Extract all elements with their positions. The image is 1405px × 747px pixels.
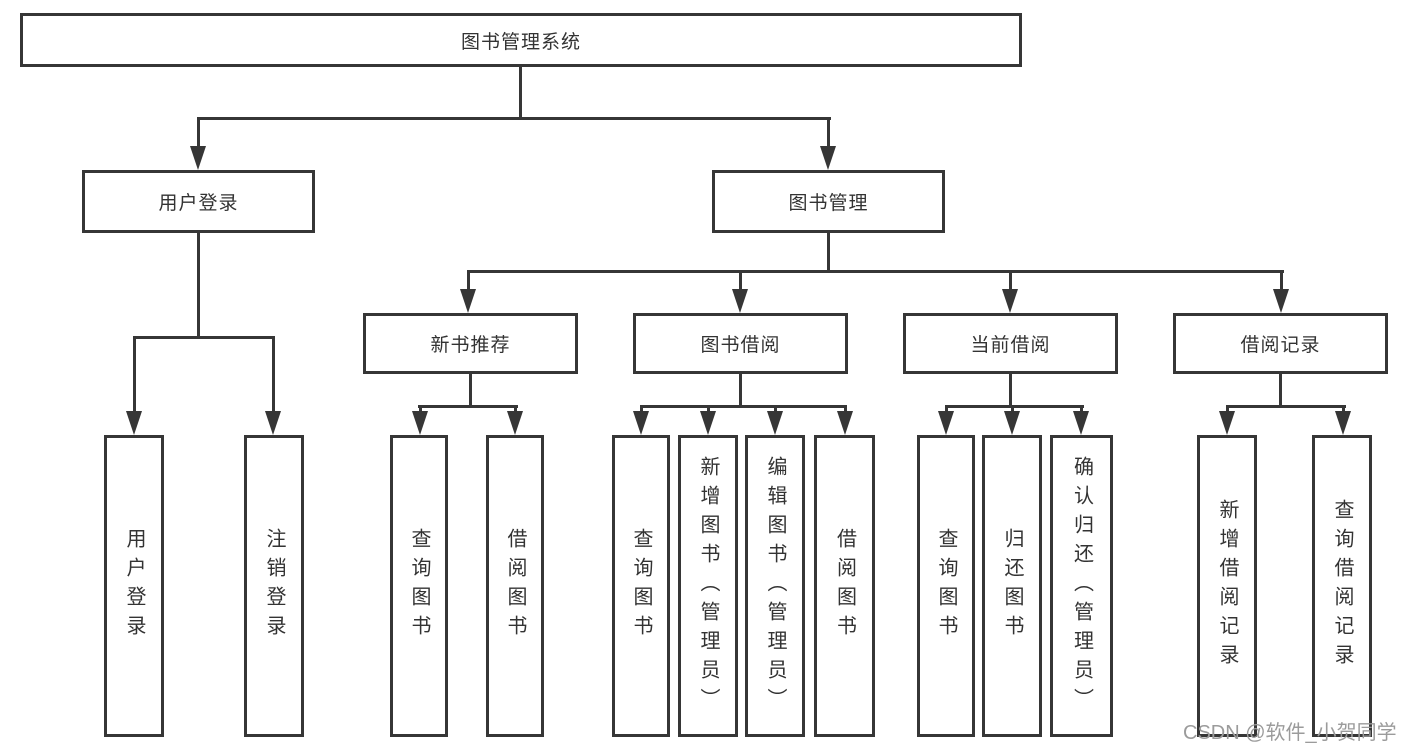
connector-book-management-rail: [467, 270, 1284, 273]
connector-drop-leaf-user-login: [133, 339, 136, 413]
node-new-book-recommend-label: 新书推荐: [430, 335, 511, 356]
node-leaf-cb-confirm: 确认归还（管理员）: [1050, 435, 1113, 737]
node-leaf-nb-borrow-label: 借阅图书: [504, 528, 526, 644]
connector-current-borrow-rail: [945, 405, 1084, 408]
node-leaf-bb-query: 查询图书: [612, 435, 670, 737]
node-user-login: 用户登录: [82, 170, 315, 233]
arrow-down-icon: [820, 146, 836, 170]
node-new-book-recommend: 新书推荐: [363, 313, 578, 374]
node-borrow-records: 借阅记录: [1173, 313, 1388, 374]
node-book-management: 图书管理: [712, 170, 945, 233]
connector-drop-new-book: [467, 273, 470, 291]
watermark-text: CSDN @软件_小贺同学: [1183, 722, 1397, 744]
connector-drop-current-borrow: [1009, 273, 1012, 291]
connector-user-login-rail: [133, 336, 275, 339]
connector-drop-leaf-logout: [272, 339, 275, 413]
arrow-down-icon: [732, 289, 748, 313]
node-leaf-cb-query-label: 查询图书: [935, 528, 957, 644]
arrow-down-icon: [1273, 289, 1289, 313]
arrow-down-icon: [938, 411, 954, 435]
node-leaf-cb-confirm-label: 确认归还（管理员）: [1070, 455, 1093, 717]
connector-book-management-stem: [827, 233, 830, 272]
connector-drop-user-login: [197, 120, 200, 148]
connector-book-borrow-stem: [739, 374, 742, 407]
connector-root-rail: [197, 117, 831, 120]
connector-drop-book-borrow: [739, 273, 742, 291]
connector-user-login-stem: [197, 233, 200, 336]
connector-drop-borrow-records: [1280, 273, 1283, 291]
arrow-down-icon: [460, 289, 476, 313]
node-leaf-bb-query-label: 查询图书: [630, 528, 652, 644]
node-book-management-label: 图书管理: [788, 193, 869, 214]
node-leaf-bb-edit: 编辑图书（管理员）: [745, 435, 805, 737]
node-leaf-logout: 注销登录: [244, 435, 304, 737]
arrow-down-icon: [1004, 411, 1020, 435]
arrow-down-icon: [1073, 411, 1089, 435]
node-leaf-nb-query: 查询图书: [390, 435, 448, 737]
arrow-down-icon: [190, 146, 206, 170]
connector-borrow-records-stem: [1279, 374, 1282, 407]
node-leaf-bb-add-label: 新增图书（管理员）: [697, 455, 719, 717]
node-leaf-cb-return-label: 归还图书: [1001, 528, 1023, 644]
connector-current-borrow-stem: [1009, 374, 1012, 407]
connector-new-book-rail: [418, 405, 518, 408]
node-leaf-user-login: 用户登录: [104, 435, 164, 737]
arrow-down-icon: [1219, 411, 1235, 435]
node-leaf-br-add-label: 新增借阅记录: [1216, 499, 1238, 673]
node-leaf-bb-borrow: 借阅图书: [814, 435, 875, 737]
connector-new-book-stem: [469, 374, 472, 407]
connector-drop-book-management: [827, 120, 830, 148]
node-root-label: 图书管理系统: [460, 31, 581, 53]
node-leaf-nb-borrow: 借阅图书: [486, 435, 544, 737]
arrow-down-icon: [700, 411, 716, 435]
arrow-down-icon: [633, 411, 649, 435]
node-leaf-cb-return: 归还图书: [982, 435, 1042, 737]
node-leaf-br-query-label: 查询借阅记录: [1331, 499, 1353, 673]
arrow-down-icon: [1335, 411, 1351, 435]
node-leaf-br-query: 查询借阅记录: [1312, 435, 1372, 737]
node-book-borrow-label: 图书借阅: [700, 335, 781, 356]
arrow-down-icon: [265, 411, 281, 435]
node-leaf-user-login-label: 用户登录: [123, 528, 145, 644]
node-leaf-bb-borrow-label: 借阅图书: [833, 528, 856, 644]
connector-root-stem: [519, 67, 522, 119]
node-leaf-cb-query: 查询图书: [917, 435, 975, 737]
node-borrow-records-label: 借阅记录: [1240, 335, 1321, 356]
node-leaf-br-add: 新增借阅记录: [1197, 435, 1257, 737]
connector-book-borrow-rail: [640, 405, 847, 408]
arrow-down-icon: [1002, 289, 1018, 313]
arrow-down-icon: [837, 411, 853, 435]
node-leaf-nb-query-label: 查询图书: [408, 528, 430, 644]
arrow-down-icon: [126, 411, 142, 435]
node-leaf-bb-add: 新增图书（管理员）: [678, 435, 738, 737]
node-current-borrow-label: 当前借阅: [970, 335, 1051, 356]
node-leaf-bb-edit-label: 编辑图书（管理员）: [764, 455, 786, 717]
arrow-down-icon: [767, 411, 783, 435]
connector-borrow-records-rail: [1226, 405, 1346, 408]
node-leaf-logout-label: 注销登录: [263, 528, 285, 644]
node-book-borrow: 图书借阅: [633, 313, 848, 374]
node-root: 图书管理系统: [20, 13, 1022, 67]
arrow-down-icon: [507, 411, 523, 435]
node-user-login-label: 用户登录: [158, 193, 239, 214]
node-current-borrow: 当前借阅: [903, 313, 1118, 374]
arrow-down-icon: [412, 411, 428, 435]
